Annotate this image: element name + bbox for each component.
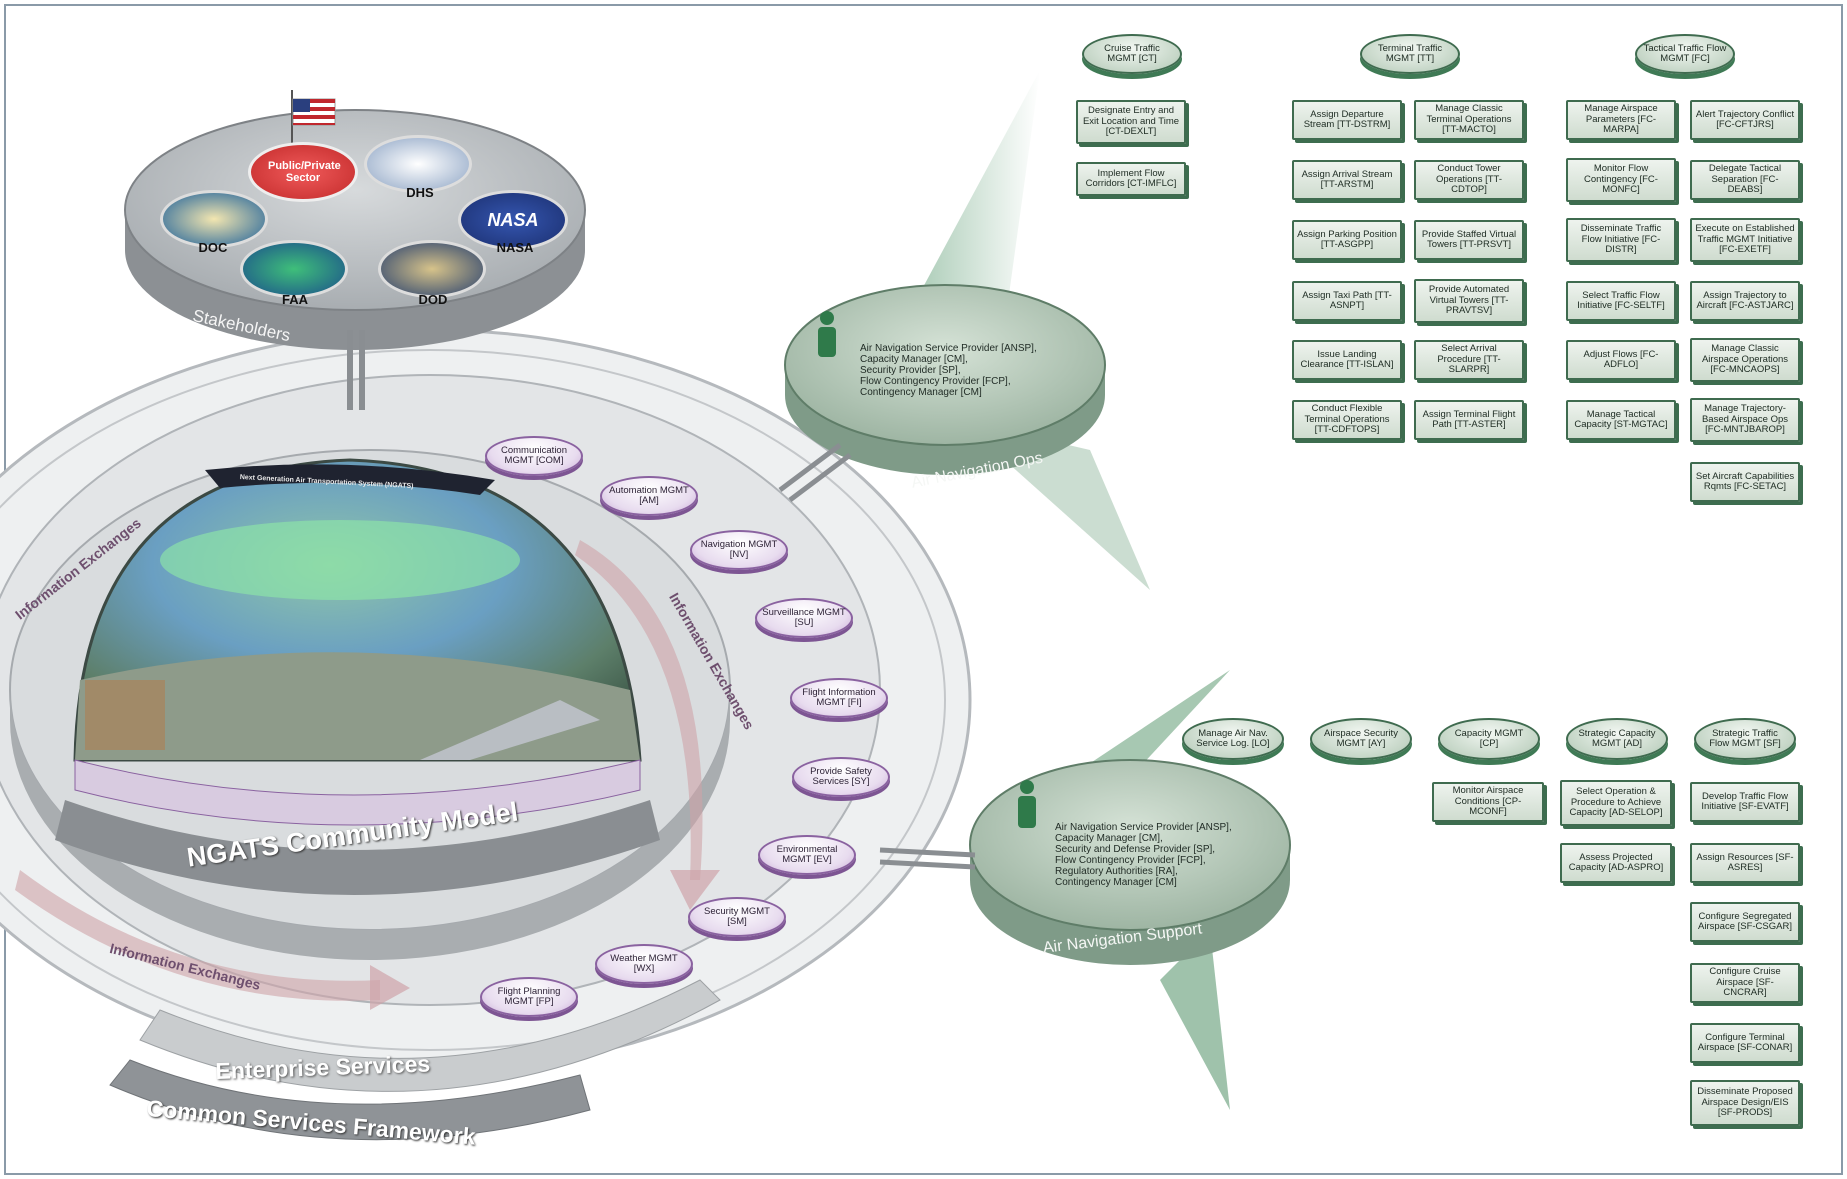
ops-person-icon xyxy=(818,311,836,357)
tt-arstm: Assign Arrival Stream [TT-ARSTM] xyxy=(1292,160,1402,200)
fc-distr: Disseminate Traffic Flow Initiative [FC-… xyxy=(1566,218,1676,262)
support-header-sf: Strategic Traffic Flow MGMT [SF] xyxy=(1694,718,1796,760)
support-header-lo: Manage Air Nav. Service Log. [LO] xyxy=(1182,718,1284,760)
tt-slarpr: Select Arrival Procedure [TT-SLARPR] xyxy=(1414,340,1524,380)
ad-aspro: Assess Projected Capacity [AD-ASPRO] xyxy=(1560,843,1672,883)
support-person-icon xyxy=(1018,780,1036,828)
fc-monfc: Monitor Flow Contingency [FC-MONFC] xyxy=(1566,158,1676,202)
cruise-traffic-header: Cruise Traffic MGMT [CT] xyxy=(1082,34,1182,74)
faa-label: FAA xyxy=(282,292,308,307)
service-su: Surveillance MGMT [SU] xyxy=(755,598,853,638)
fc-mncaops: Manage Classic Airspace Operations [FC-M… xyxy=(1690,338,1800,382)
sf-cncrar: Configure Cruise Airspace [SF-CNCRAR] xyxy=(1690,963,1800,1003)
sf-asres: Assign Resources [SF-ASRES] xyxy=(1690,843,1800,883)
sf-evatf: Develop Traffic Flow Initiative [SF-EVAT… xyxy=(1690,782,1800,822)
dome-runway xyxy=(420,700,600,760)
fc-astjarc: Assign Trajectory to Aircraft [FC-ASTJAR… xyxy=(1690,281,1800,321)
service-com: Communication MGMT [COM] xyxy=(485,436,583,476)
public-private-sector-label: Public/Private Sector xyxy=(268,160,341,184)
nasa-logo-icon: NASA xyxy=(458,190,568,250)
doc-label: DOC xyxy=(198,240,228,255)
service-sm: Security MGMT [SM] xyxy=(688,897,786,937)
fc-marpa: Manage Airspace Parameters [FC-MARPA] xyxy=(1566,100,1676,140)
fc-setac: Set Aircraft Capabilities Rqmts [FC-SETA… xyxy=(1690,462,1800,502)
ct-dexlt: Designate Entry and Exit Location and Ti… xyxy=(1076,100,1186,144)
tt-cdftops: Conduct Flexible Terminal Operations [TT… xyxy=(1292,400,1402,440)
st-mgtac: Manage Tactical Capacity [ST-MGTAC] xyxy=(1566,400,1676,440)
service-am: Automation MGMT [AM] xyxy=(600,476,698,516)
service-nv: Navigation MGMT [NV] xyxy=(690,530,788,570)
support-platform-top xyxy=(969,759,1291,931)
tt-macto: Manage Classic Terminal Operations [TT-M… xyxy=(1414,100,1524,140)
support-header-cp: Capacity MGMT [CP] xyxy=(1438,718,1540,760)
info-arrow-bottom-head xyxy=(370,965,410,1010)
terminal-traffic-header: Terminal Traffic MGMT [TT] xyxy=(1360,34,1460,74)
nasa-label: NASA xyxy=(496,240,534,255)
ct-imflc: Implement Flow Corridors [CT-IMFLC] xyxy=(1076,162,1186,196)
cp-mconf: Monitor Airspace Conditions [CP-MCONF] xyxy=(1432,782,1544,822)
tt-asnpt: Assign Taxi Path [TT-ASNPT] xyxy=(1292,281,1402,321)
doc-seal-icon xyxy=(160,190,268,248)
tt-asgpp: Assign Parking Position [TT-ASGPP] xyxy=(1292,220,1402,260)
service-ev: Environmental MGMT [EV] xyxy=(758,835,856,875)
tt-pravtsv: Provide Automated Virtual Towers [TT-PRA… xyxy=(1414,279,1524,323)
service-fi: Flight Information MGMT [FI] xyxy=(790,678,888,718)
fc-deabs: Delegate Tactical Separation [FC-DEABS] xyxy=(1690,160,1800,200)
info-arrow-right-head xyxy=(670,870,720,910)
support-connector xyxy=(879,847,976,858)
tt-aster: Assign Terminal Flight Path [TT-ASTER] xyxy=(1414,400,1524,440)
dome-building xyxy=(85,680,165,750)
dod-seal-icon xyxy=(378,240,486,298)
support-roles-text: Air Navigation Service Provider [ANSP], … xyxy=(1055,822,1232,888)
fc-exetf: Execute on Established Traffic MGMT Init… xyxy=(1690,218,1800,262)
ops-roles-text: Air Navigation Service Provider [ANSP], … xyxy=(860,343,1037,398)
dome-green-zone xyxy=(160,520,520,600)
ops-platform-top xyxy=(784,284,1106,446)
service-wx: Weather MGMT [WX] xyxy=(595,944,693,984)
ad-selop: Select Operation & Procedure to Achieve … xyxy=(1560,780,1672,826)
dome-base-band xyxy=(74,759,641,826)
tt-islan: Issue Landing Clearance [TT-ISLAN] xyxy=(1292,340,1402,380)
sf-csgar: Configure Segregated Airspace [SF-CSGAR] xyxy=(1690,902,1800,942)
fc-mntjbarop: Manage Trajectory-Based Airspace Ops [FC… xyxy=(1690,398,1800,442)
support-header-ay: Airspace Security MGMT [AY] xyxy=(1310,718,1412,760)
ops-connector xyxy=(778,443,842,492)
fc-adflo: Adjust Flows [FC-ADFLO] xyxy=(1566,340,1676,380)
info-arrow-right xyxy=(575,540,703,880)
tt-dstrm: Assign Departure Stream [TT-DSTRM] xyxy=(1292,100,1402,140)
dhs-seal-icon xyxy=(364,135,472,193)
service-sy: Provide Safety Services [SY] xyxy=(792,757,890,797)
dod-label: DOD xyxy=(418,292,448,307)
dome-pedestal xyxy=(55,800,660,895)
support-header-ad: Strategic Capacity MGMT [AD] xyxy=(1566,718,1668,760)
enterprise-band xyxy=(139,979,721,1092)
faa-seal-icon xyxy=(240,240,348,298)
support-beam-lower xyxy=(1160,930,1230,1110)
service-fp: Flight Planning MGMT [FP] xyxy=(480,977,578,1017)
outer-ring-inner-line xyxy=(0,349,946,1051)
info-arrow-bottom xyxy=(15,870,380,1001)
fc-cftjrs: Alert Trajectory Conflict [FC-CFTJRS] xyxy=(1690,100,1800,140)
sf-conar: Configure Terminal Airspace [SF-CONAR] xyxy=(1690,1023,1800,1063)
tt-cdtop: Conduct Tower Operations [TT-CDTOP] xyxy=(1414,160,1524,200)
public-private-sector-logo: Public/Private Sector xyxy=(248,142,358,202)
fc-seltf: Select Traffic Flow Initiative [FC-SELTF… xyxy=(1566,281,1676,321)
dome-banner xyxy=(205,464,495,495)
tt-prsvt: Provide Staffed Virtual Towers [TT-PRSVT… xyxy=(1414,220,1524,260)
sf-prods: Disseminate Proposed Airspace Design/EIS… xyxy=(1690,1080,1800,1126)
common-band xyxy=(109,1059,591,1141)
tactical-flow-header: Tactical Traffic Flow MGMT [FC] xyxy=(1635,34,1735,74)
dhs-label: DHS xyxy=(406,185,434,200)
